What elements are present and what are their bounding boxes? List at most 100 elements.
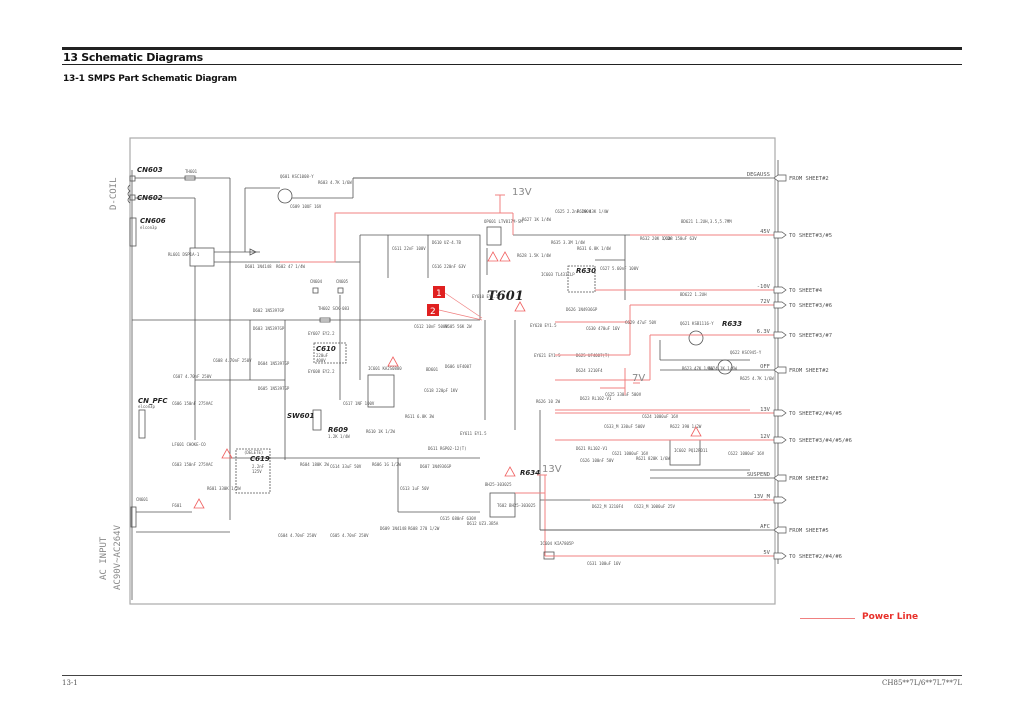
c631-label: C631 100uF 16V bbox=[587, 561, 621, 566]
net-port-degauss: DEGAUSS FROM SHEET#2 bbox=[353, 172, 829, 182]
subsection-title: 13-1 SMPS Part Schematic Diagram bbox=[63, 74, 237, 84]
q621-label: Q621 KSB1116-Y bbox=[680, 321, 714, 326]
r622-label: R622 390 1/2W bbox=[670, 424, 702, 429]
net-port-13v: 13V TO SHEET#2/#4/#5 bbox=[555, 407, 842, 417]
ey620-label: EY620 EY1.5 bbox=[530, 323, 557, 328]
output-port-icon bbox=[773, 231, 787, 239]
cn603-connector: CN603 bbox=[127, 166, 163, 204]
c604-label: C604 4.70nF 250V bbox=[278, 533, 317, 538]
c625b-label: C625 330uF 500V bbox=[605, 392, 642, 397]
voltage-13v-top: 13V bbox=[512, 187, 532, 198]
output-port-icon bbox=[773, 436, 787, 444]
c608-label: C608 4.70nF 250V bbox=[213, 358, 252, 363]
net-name: DEGAUSS bbox=[747, 172, 770, 178]
svg-text:T602 BH25-303025: T602 BH25-303025 bbox=[497, 503, 536, 508]
r632-label: R632 20K 1/4W bbox=[640, 236, 672, 241]
net-port-afc: AFC FROM SHEET#5 bbox=[540, 524, 829, 534]
c610-capacitor: C610 220uF 400V bbox=[313, 342, 347, 364]
c633m-label: C633_M 330uF 500V bbox=[604, 424, 646, 429]
r603-label: R603 4.7K 1/6W bbox=[318, 180, 352, 185]
d611-label: D611 RGP02-12(T) bbox=[428, 446, 467, 451]
svg-text:CN606: CN606 bbox=[140, 217, 166, 225]
net-sheet-ref: FROM SHEET#2 bbox=[789, 176, 829, 182]
svg-text:400V: 400V bbox=[316, 358, 326, 363]
svg-text:1.2K 1/4W: 1.2K 1/4W bbox=[328, 434, 350, 439]
c624-label: C624 1000uF 16V bbox=[642, 414, 679, 419]
power-line-legend-swatch bbox=[800, 618, 855, 619]
ic603-label: IC603 TL431CLP bbox=[541, 272, 575, 277]
net-sheet-ref: FROM SHEET#5 bbox=[789, 528, 829, 534]
r629-label: R629 43K 1/4W bbox=[577, 209, 609, 214]
cn605-label: CN605 bbox=[336, 279, 349, 284]
d623-label: D623 RL102-V1 bbox=[580, 396, 612, 401]
t602-part-label: BH25-303025 bbox=[485, 482, 512, 487]
net-name: -10V bbox=[757, 284, 771, 290]
c615-label: C615 680nF 630V bbox=[440, 516, 477, 521]
svg-text:125V: 125V bbox=[252, 469, 262, 474]
input-port-icon bbox=[773, 474, 787, 482]
r605-label: R605 56K 2W bbox=[445, 324, 472, 329]
net-name: OFF bbox=[760, 364, 770, 370]
r630-resistor: R630 bbox=[567, 265, 596, 293]
header-rule-top bbox=[62, 47, 962, 50]
c609-label: C609 10UF 16V bbox=[290, 204, 322, 209]
r625-label: R625 4.7K 1/6W bbox=[740, 376, 774, 381]
d604-label: D604 1N5397GP bbox=[258, 361, 290, 366]
svg-text:RL601 DSP1A-1: RL601 DSP1A-1 bbox=[168, 252, 200, 257]
sw601-switch: SW601 bbox=[287, 409, 322, 431]
r602-label: R602 47 1/4W bbox=[276, 264, 305, 269]
r631-label: R631 6.8K 1/4W bbox=[577, 246, 611, 251]
c616-label: C616 220nF 63V bbox=[432, 264, 466, 269]
r623-label: R623 47K 1/6W bbox=[682, 366, 714, 371]
power-line-legend-label: Power Line bbox=[862, 612, 919, 622]
cn604-label: CN604 bbox=[310, 279, 323, 284]
d612-label: D612 UZ3.3B5A bbox=[467, 521, 499, 526]
c629-label: C629 47uF 50V bbox=[625, 320, 657, 325]
output-port-icon bbox=[773, 301, 787, 309]
svg-text:IC601 KA2S0880: IC601 KA2S0880 bbox=[368, 366, 402, 371]
t601-transformer: T601 EY610 EY1.5 bbox=[472, 289, 524, 430]
input-port-icon bbox=[773, 174, 787, 182]
header-rule-bottom bbox=[62, 64, 962, 65]
r628-label: R628 1.5K 1/4W bbox=[517, 253, 551, 258]
svg-text:2: 2 bbox=[430, 307, 436, 317]
r635-label: R635 3.3M 1/4W bbox=[551, 240, 585, 245]
voltage-13v-bottom: 13V bbox=[542, 464, 562, 475]
net-name: SUSPEND bbox=[747, 472, 770, 478]
c613-label: C613 1uF 50V bbox=[400, 486, 429, 491]
th601-label: TH601 bbox=[185, 169, 198, 174]
r634-label: R634 bbox=[520, 469, 540, 477]
r606-label: R606 1G 1/2W bbox=[372, 462, 401, 467]
output-port-icon bbox=[773, 409, 787, 417]
d-coil-label: D-COIL bbox=[109, 177, 119, 210]
c617-label: C617 1NF 100V bbox=[343, 401, 375, 406]
c630-label: C630 470uF 16V bbox=[586, 326, 620, 331]
d622m-label: D622_M 3210F4 bbox=[592, 504, 624, 509]
net-sheet-ref: TO SHEET#3/#5 bbox=[789, 233, 832, 239]
q601-transistor: Q601 KSC1008-Y bbox=[277, 174, 314, 204]
c607-label: C607 4.70nF 250V bbox=[173, 374, 212, 379]
net-name: 13V bbox=[760, 407, 771, 413]
net-sheet-ref: TO SHEET#2/#4/#5 bbox=[789, 411, 842, 417]
op601-optocoupler: OP601 LTV817M-SM bbox=[484, 219, 523, 246]
c618-label: C618 220pF 1KV bbox=[424, 388, 458, 393]
c614-label: C614 33uF 50V bbox=[330, 464, 362, 469]
net-name: AFC bbox=[760, 524, 770, 530]
r624-label: R624 1K 1/6W bbox=[708, 366, 737, 371]
d601-label: D601 1N4148 bbox=[245, 264, 272, 269]
d607-label: D607 1N4936GP bbox=[420, 464, 452, 469]
r611-label: R611 6.8K 3W bbox=[405, 414, 434, 419]
r626-label: R626 10 2W bbox=[536, 399, 561, 404]
c611-label: C611 22nF 100V bbox=[392, 246, 426, 251]
c619-capacitor: (DELETE) C619 2.2nF 125V bbox=[235, 448, 271, 494]
svg-text:C619: C619 bbox=[250, 455, 270, 463]
c606-label: C606 150nF 275VAC bbox=[172, 401, 214, 406]
d603-label: D603 1N5397GP bbox=[253, 326, 285, 331]
c625-label: C625 2.2nF 100V bbox=[555, 209, 592, 214]
svg-text:SW601: SW601 bbox=[287, 412, 315, 420]
net-sheet-ref: TO SHEET#4 bbox=[789, 288, 823, 294]
ey607-label: EY607 EY2.2 bbox=[308, 331, 335, 336]
